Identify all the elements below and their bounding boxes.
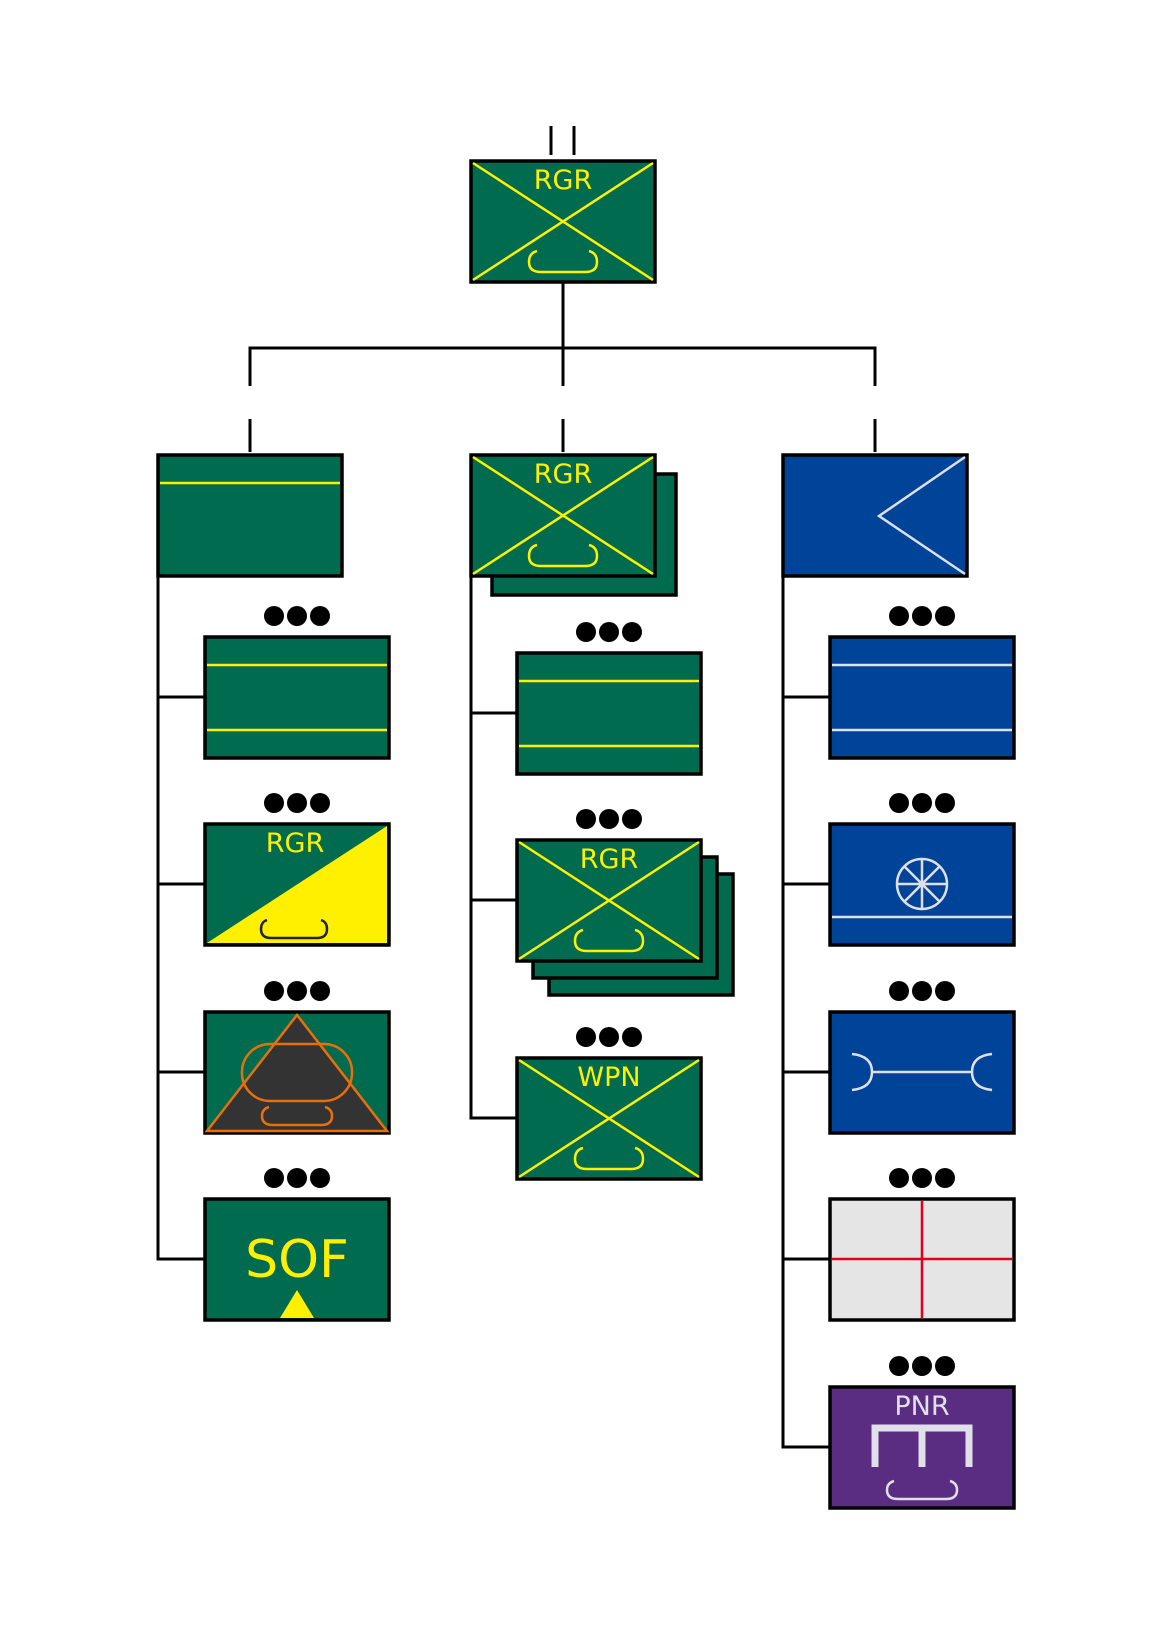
- unit-label: RGR: [534, 459, 592, 490]
- unit-right-child-4[interactable]: [828, 1168, 1016, 1322]
- medical-cross-icon: [832, 1201, 1012, 1318]
- track-icon: [885, 1479, 959, 1501]
- track-icon: [573, 928, 645, 953]
- unit-label: PNR: [894, 1391, 949, 1422]
- unit-left-child-1[interactable]: [203, 606, 391, 760]
- unit-middle-child-2[interactable]: RGR: [515, 809, 735, 997]
- chevron-icon: [876, 455, 966, 576]
- engineer-icon: [871, 1424, 973, 1467]
- unit-right-child-5[interactable]: PNR: [828, 1356, 1016, 1510]
- unit-label: SOF: [245, 1230, 349, 1290]
- track-icon: [259, 918, 329, 940]
- unit-left-child-4[interactable]: SOF: [203, 1168, 391, 1322]
- unit-right-supply[interactable]: [781, 453, 969, 578]
- unit-right-child-1[interactable]: [828, 606, 1016, 760]
- unit-middle-child-3[interactable]: WPN: [515, 1027, 703, 1181]
- unit-label: RGR: [580, 844, 638, 875]
- wheel-icon: [895, 857, 949, 911]
- track-icon: [260, 1105, 334, 1127]
- connectors: [156, 126, 877, 1449]
- unit-label: WPN: [577, 1062, 640, 1093]
- unit-left-headquarters[interactable]: [156, 453, 344, 578]
- unit-left-child-2[interactable]: RGR: [203, 793, 391, 947]
- unit-label: RGR: [266, 828, 324, 859]
- track-icon: [573, 1146, 645, 1171]
- track-icon: [527, 543, 599, 568]
- unit-left-child-3[interactable]: [203, 981, 391, 1135]
- unit-middle-child-1[interactable]: [515, 622, 703, 776]
- unit-hq-ranger[interactable]: RGR: [469, 159, 657, 284]
- unit-label: RGR: [534, 165, 592, 196]
- unit-middle-ranger-company[interactable]: RGR: [469, 453, 678, 597]
- bridge-icon: [851, 1052, 993, 1092]
- unit-right-child-3[interactable]: [828, 981, 1016, 1135]
- track-icon: [527, 249, 599, 274]
- unit-right-child-2[interactable]: [828, 793, 1016, 947]
